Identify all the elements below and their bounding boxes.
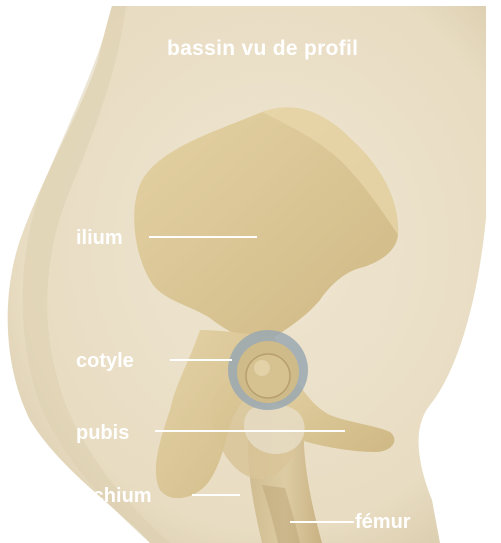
label-ischium: ischium (76, 486, 152, 506)
leader-line-femur (290, 521, 354, 523)
leader-line-ilium (149, 236, 257, 238)
label-ilium: ilium (76, 228, 123, 248)
leader-line-ischium (192, 494, 240, 496)
label-pubis: pubis (76, 423, 129, 443)
figure-title: bassin vu de profil (167, 38, 358, 59)
leader-line-pubis (155, 430, 345, 432)
leader-line-cotyle (170, 359, 232, 361)
femoral-head (246, 354, 290, 398)
femoral-head-highlight (254, 360, 270, 376)
label-cotyle: cotyle (76, 351, 134, 371)
label-femur: fémur (355, 512, 411, 532)
